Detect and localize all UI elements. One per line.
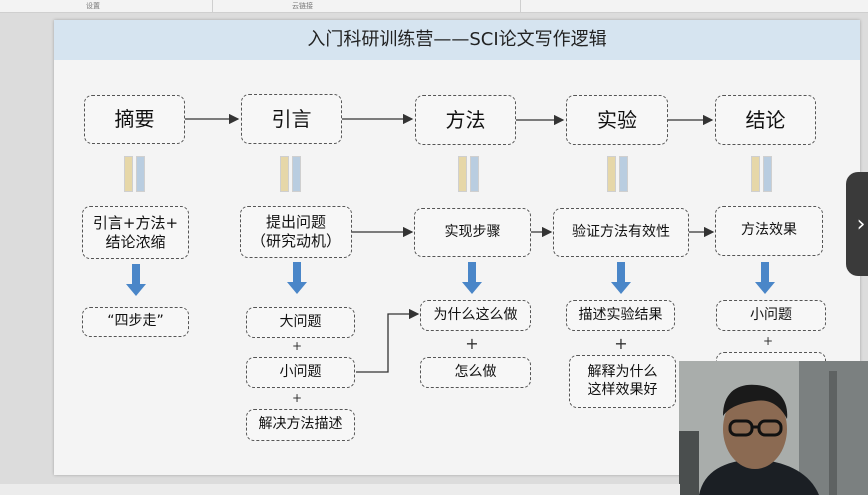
box-steps: 实现步骤 [414,208,531,257]
plus-sign: + [614,334,628,353]
box-explain-why: 解释为什么 这样效果好 [569,355,676,408]
top-toolbar: 设置 云链接 [0,0,868,13]
plus-sign: + [762,334,774,348]
presenter-video [679,361,868,495]
bar-connector-1 [124,156,148,192]
down-arrow-1 [126,264,146,296]
box-abstract: 摘要 [84,95,185,144]
box-how: 怎么做 [420,357,531,388]
webcam-overlay [679,361,868,495]
box-verify: 验证方法有效性 [553,208,689,257]
down-arrow-5 [755,262,775,294]
box-method: 方法 [415,95,516,145]
box-big-question: 大问题 [246,307,355,338]
box-introduction: 引言 [241,94,342,144]
box-why: 为什么这么做 [420,300,531,331]
box-effect: 方法效果 [715,206,823,256]
status-bar [0,484,680,495]
title-bar [54,20,860,60]
slide-title: 入门科研训练营——SCI论文写作逻辑 [307,29,607,50]
box-experiment: 实验 [566,95,668,145]
down-arrow-4 [611,262,631,294]
box-small-question-2: 小问题 [716,300,826,331]
plus-sign: + [291,339,303,353]
bar-connector-5 [751,156,775,192]
box-summary: 引言+方法+ 结论浓缩 [82,206,189,259]
arrow-subquestion-why [356,308,420,373]
box-describe-results: 描述实验结果 [566,300,675,331]
box-solution-description: 解决方法描述 [246,409,355,441]
plus-sign: + [465,334,479,353]
chevron-right-icon: › [856,211,866,237]
cloud-link-tab[interactable]: 云链接 [292,2,313,10]
settings-tab[interactable]: 设置 [86,2,100,10]
box-small-question: 小问题 [246,357,355,388]
plus-sign: + [291,391,303,405]
box-raise-question: 提出问题 （研究动机） [240,206,352,258]
box-four-steps: “四步走” [82,307,189,337]
bar-connector-4 [607,156,631,192]
box-conclusion: 结论 [715,95,816,145]
bar-connector-3 [458,156,482,192]
blue-down-arrows [126,262,775,296]
down-arrow-2 [287,262,307,294]
bar-connector-2 [280,156,304,192]
next-slide-button[interactable]: › [846,172,868,276]
down-arrow-3 [462,262,482,294]
